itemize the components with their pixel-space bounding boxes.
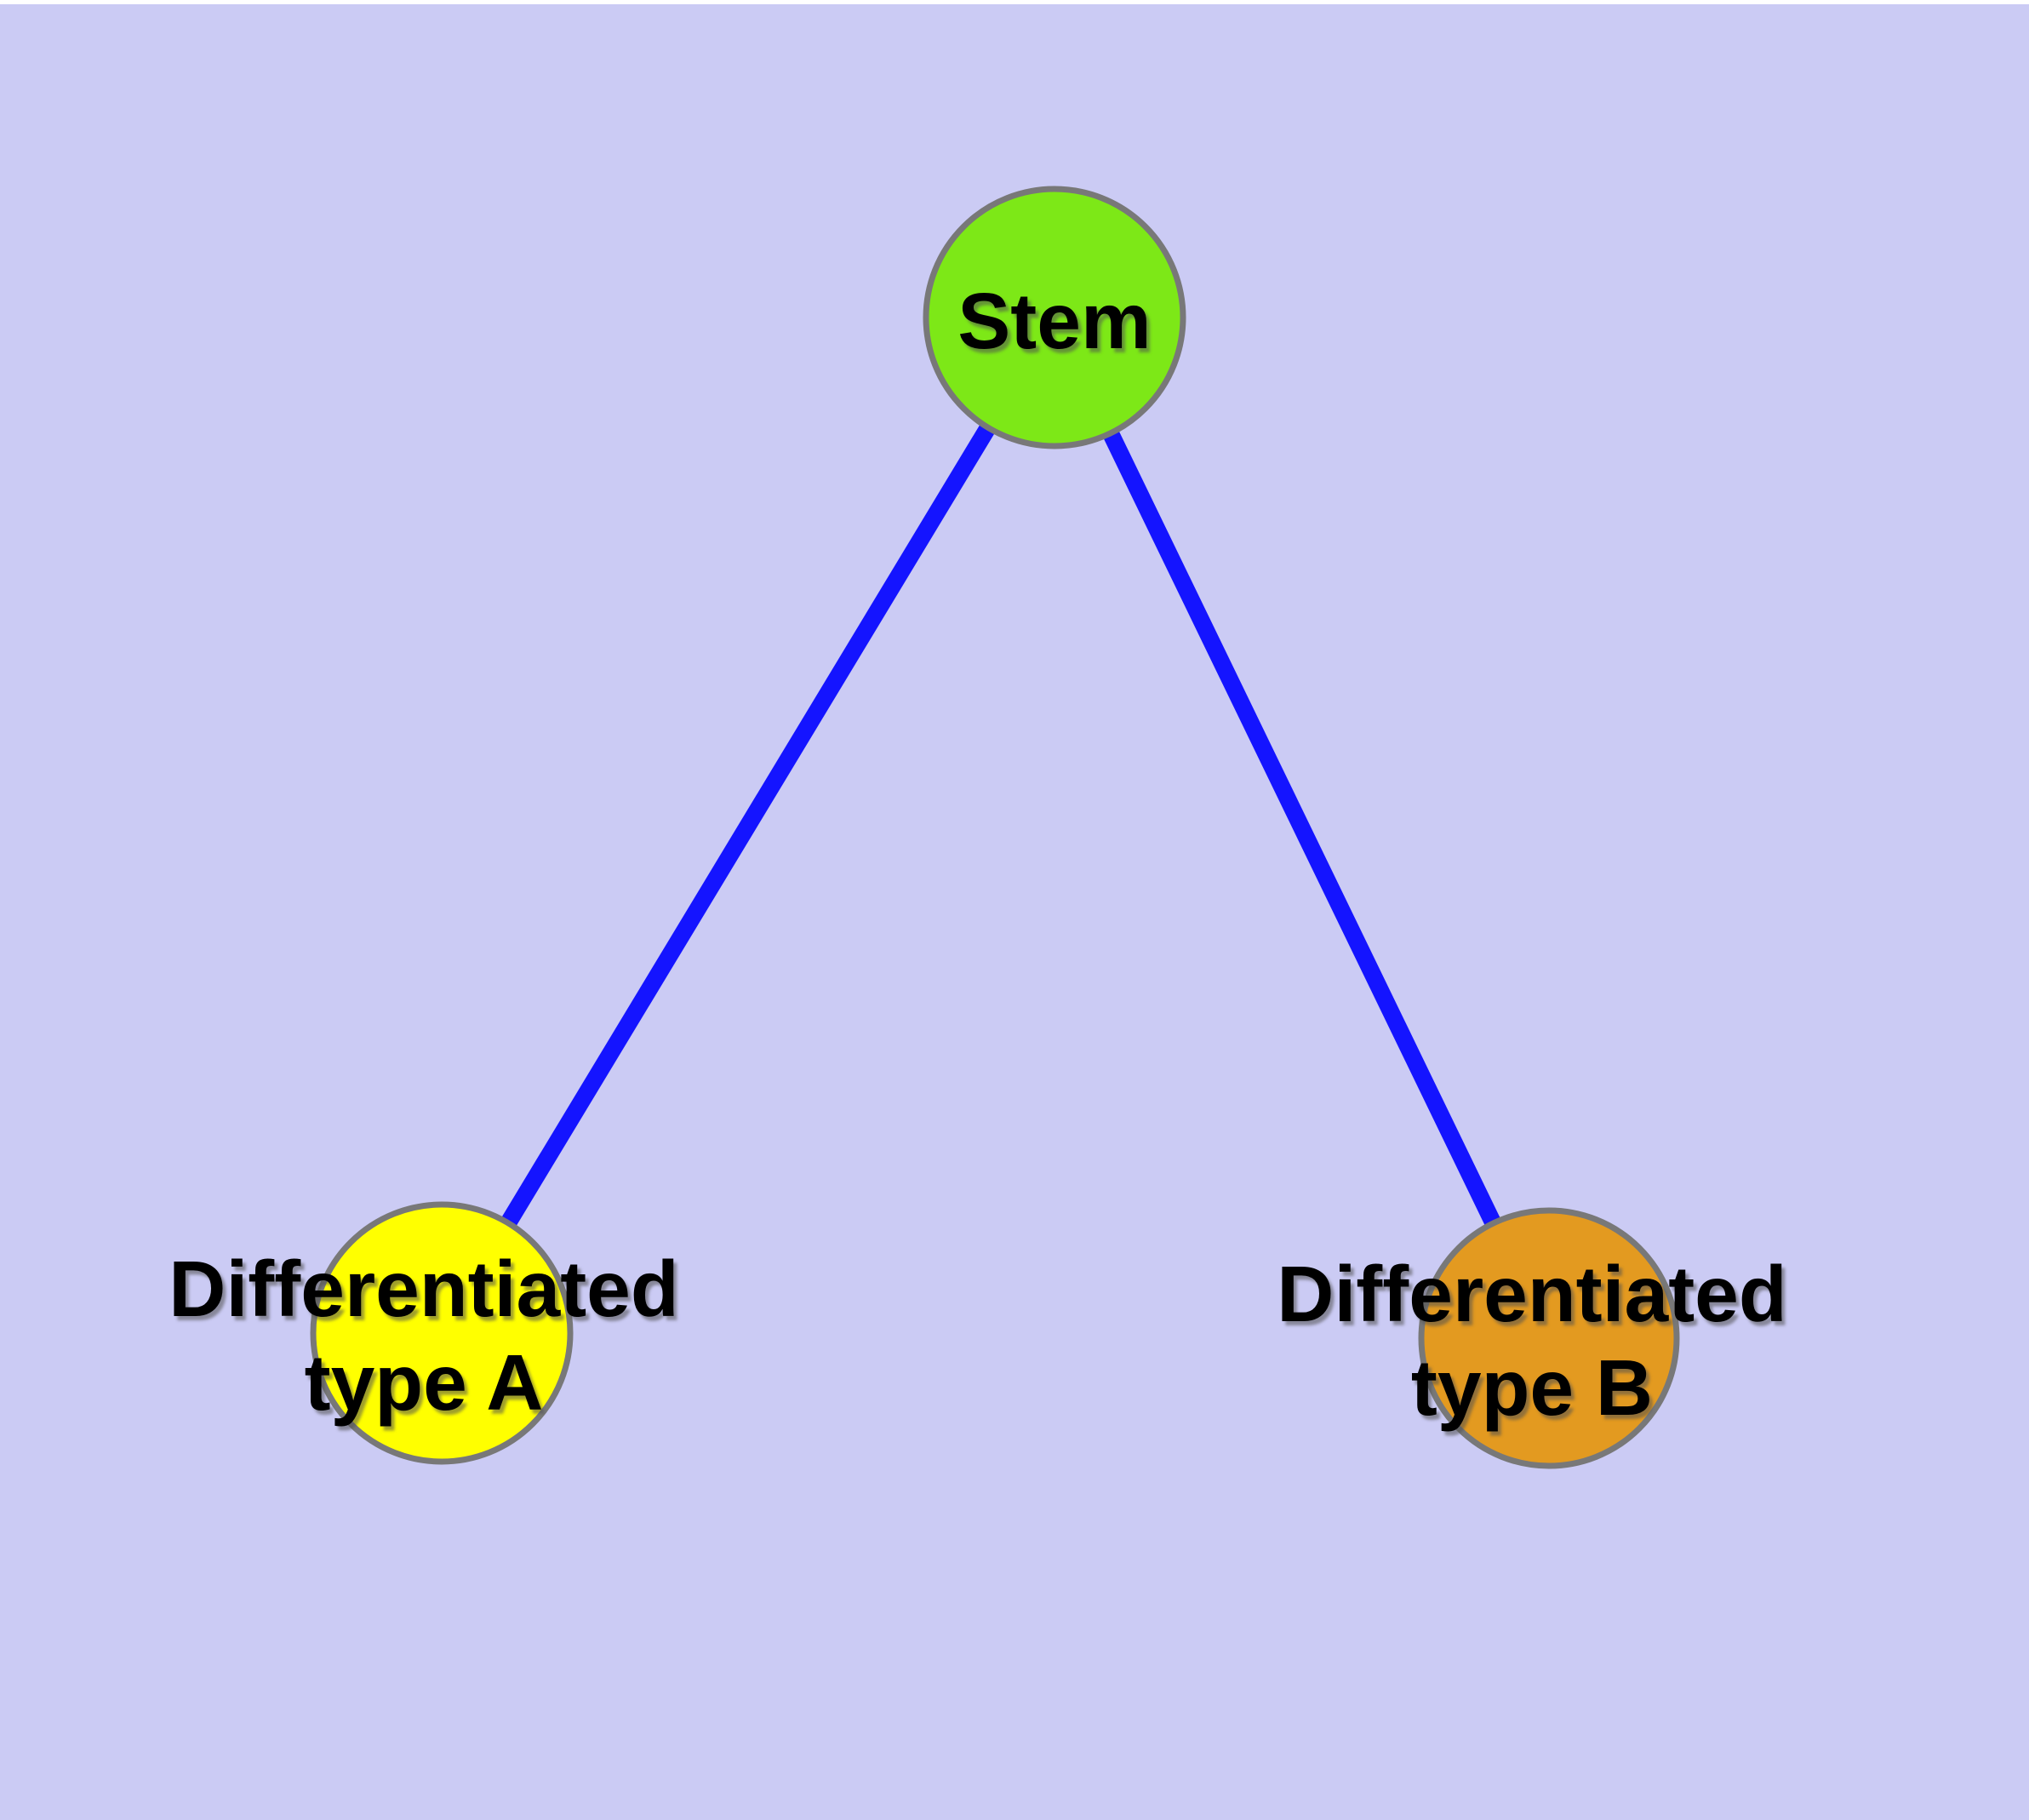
node-stem-circle xyxy=(923,186,1186,449)
node-stem: Stem xyxy=(923,186,1186,449)
node-type-a-label-line-2: type A xyxy=(305,1338,544,1427)
node-differentiated-type-a: Differentiated type A xyxy=(169,1201,679,1465)
node-type-b-circle xyxy=(1418,1207,1680,1469)
edge-stem-to-type-b xyxy=(1047,313,1557,1342)
node-stem-label: Stem xyxy=(957,277,1151,365)
edge-stem-to-type-a xyxy=(434,312,1062,1338)
top-edge-strip xyxy=(0,0,2029,4)
node-differentiated-type-b: Differentiated type B xyxy=(1277,1207,1787,1469)
node-type-a-circle xyxy=(310,1201,574,1465)
node-type-b-label-line-2: type B xyxy=(1411,1343,1653,1432)
node-type-a-label-line-1: Differentiated xyxy=(169,1245,678,1333)
node-type-b-label-line-1: Differentiated xyxy=(1277,1250,1786,1338)
